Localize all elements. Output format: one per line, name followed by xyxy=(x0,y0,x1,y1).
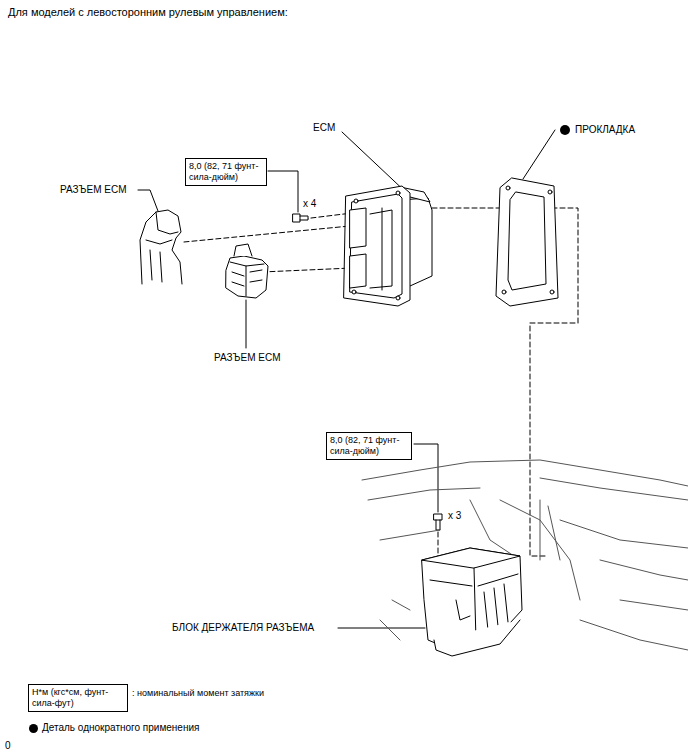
legend-text: : номинальный момент затяжки xyxy=(132,688,264,699)
ecm-unit xyxy=(344,186,432,306)
body-structure xyxy=(362,460,688,650)
quantity: x 4 xyxy=(303,198,316,210)
gasket xyxy=(496,178,558,306)
spec-text: Н*м (кгс*см, фунт- сила-фут) xyxy=(32,687,124,709)
spec-text: 8,0 (82, 71 фунт- сила-дюйм) xyxy=(330,435,408,457)
single-use-dot xyxy=(29,724,38,733)
part-name: БЛОК ДЕРЖАТЕЛЯ РАЗЪЕМА xyxy=(172,622,314,634)
part-name: РАЗЪЕМ ECM xyxy=(214,352,281,364)
legend-torque-box: Н*м (кгс*см, фунт- сила-фут): номинальны… xyxy=(28,684,128,712)
part-name: ПРОКЛАДКА xyxy=(575,124,635,136)
part-name: РАЗЪЕМ ECM xyxy=(60,184,127,196)
single-use-dot xyxy=(560,125,570,135)
spec-text: 8,0 (82, 71 фунт- сила-дюйм) xyxy=(189,161,263,183)
connector-holder-block xyxy=(422,548,522,656)
part-name: ECM xyxy=(313,122,335,134)
leader-line xyxy=(414,444,438,512)
figure-code: 0 xyxy=(5,740,11,752)
legend-text: Деталь однократного применения xyxy=(42,722,199,734)
leader-line xyxy=(268,171,298,212)
ecm-connector xyxy=(140,210,182,284)
quantity: x 3 xyxy=(448,510,461,522)
torque-spec-box: 8,0 (82, 71 фунт- сила-дюйм) xyxy=(185,158,267,186)
leader-line xyxy=(523,130,555,179)
ecm-connector xyxy=(226,244,268,298)
leader-line xyxy=(338,628,425,629)
torque-spec-box: 8,0 (82, 71 фунт- сила-дюйм) xyxy=(326,432,412,460)
page-title: Для моделей с левосторонним рулевым упра… xyxy=(8,6,288,18)
leader-line xyxy=(138,190,158,211)
leader-line xyxy=(246,300,247,348)
